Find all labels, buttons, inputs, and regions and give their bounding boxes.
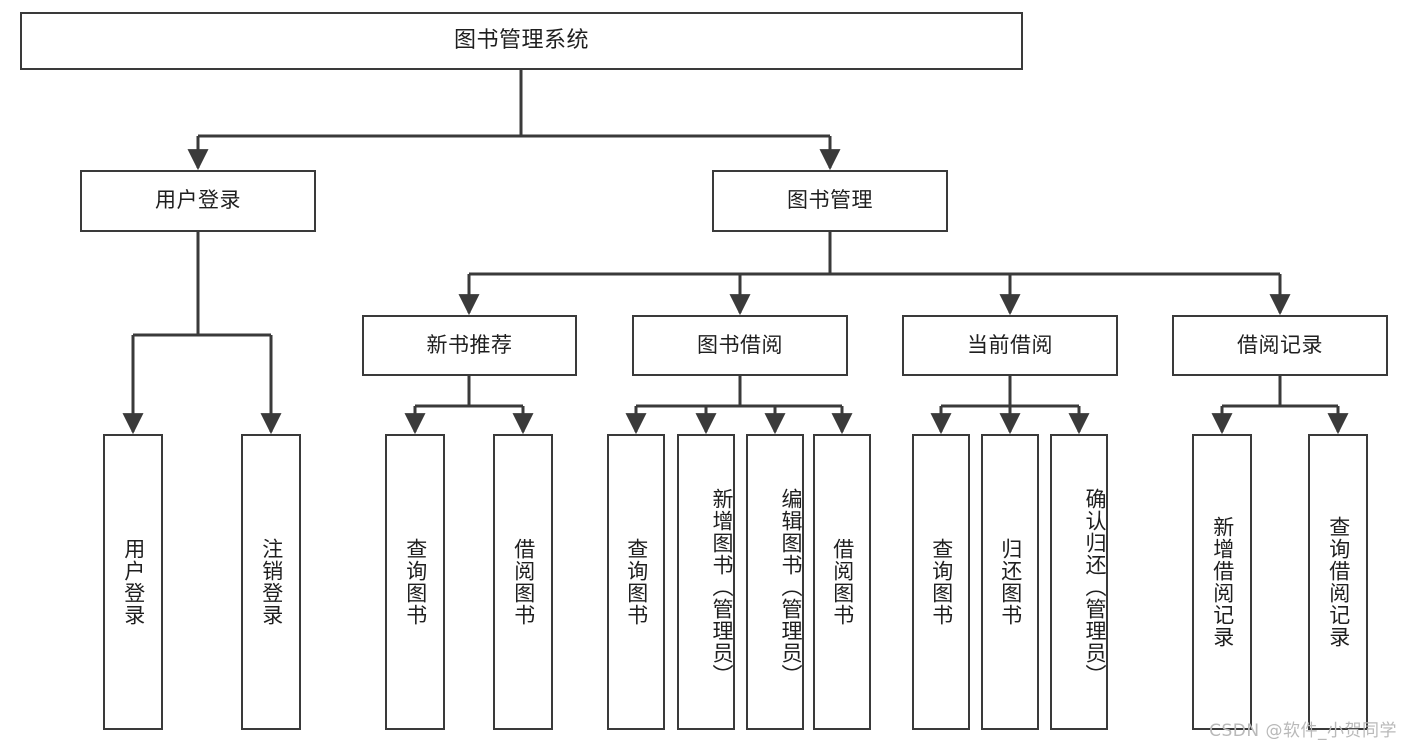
node-leaf-query-record-label: 查询借阅记录	[1326, 516, 1351, 648]
node-leaf-edit-book-label: 编辑图书（管理员）	[779, 488, 803, 686]
node-book-borrow[interactable]: 图书借阅	[632, 315, 848, 376]
node-leaf-borrow-book-1[interactable]: 借阅图书	[493, 434, 553, 730]
node-leaf-return-book[interactable]: 归还图书	[981, 434, 1039, 730]
node-current-borrow-label: 当前借阅	[967, 332, 1053, 357]
node-leaf-borrow-book-2-label: 借阅图书	[830, 538, 855, 626]
node-leaf-edit-book[interactable]: 编辑图书（管理员）	[746, 434, 804, 730]
node-borrow-record-label: 借阅记录	[1237, 332, 1323, 357]
node-leaf-confirm-return-label: 确认归还（管理员）	[1083, 488, 1107, 686]
node-leaf-add-book[interactable]: 新增图书（管理员）	[677, 434, 735, 730]
node-leaf-add-record[interactable]: 新增借阅记录	[1192, 434, 1252, 730]
node-leaf-query-book-3[interactable]: 查询图书	[912, 434, 970, 730]
node-leaf-borrow-book-1-label: 借阅图书	[511, 538, 536, 626]
node-user-login[interactable]: 用户登录	[80, 170, 316, 232]
node-root-system[interactable]: 图书管理系统	[20, 12, 1023, 70]
node-new-book-recommend[interactable]: 新书推荐	[362, 315, 577, 376]
node-user-login-label: 用户登录	[155, 188, 241, 213]
node-book-manage-label: 图书管理	[787, 188, 873, 213]
node-leaf-add-record-label: 新增借阅记录	[1210, 516, 1235, 648]
node-leaf-query-book-2-label: 查询图书	[624, 538, 649, 626]
node-book-borrow-label: 图书借阅	[697, 332, 783, 357]
node-new-book-recommend-label: 新书推荐	[426, 332, 513, 357]
watermark-text: CSDN @软件_小贺同学	[1209, 721, 1397, 741]
node-leaf-logout-label: 注销登录	[259, 538, 284, 626]
node-current-borrow[interactable]: 当前借阅	[902, 315, 1118, 376]
node-leaf-user-login[interactable]: 用户登录	[103, 434, 163, 730]
node-leaf-borrow-book-2[interactable]: 借阅图书	[813, 434, 871, 730]
node-leaf-query-book-3-label: 查询图书	[929, 538, 954, 626]
node-leaf-query-book-1-label: 查询图书	[403, 538, 428, 626]
node-borrow-record[interactable]: 借阅记录	[1172, 315, 1388, 376]
node-leaf-logout[interactable]: 注销登录	[241, 434, 301, 730]
node-leaf-add-book-label: 新增图书（管理员）	[710, 488, 734, 686]
node-leaf-query-book-1[interactable]: 查询图书	[385, 434, 445, 730]
node-root-system-label: 图书管理系统	[453, 27, 589, 53]
node-leaf-return-book-label: 归还图书	[998, 538, 1023, 626]
node-book-manage[interactable]: 图书管理	[712, 170, 948, 232]
node-leaf-confirm-return[interactable]: 确认归还（管理员）	[1050, 434, 1108, 730]
node-leaf-query-record[interactable]: 查询借阅记录	[1308, 434, 1368, 730]
node-leaf-user-login-label: 用户登录	[121, 538, 146, 626]
node-leaf-query-book-2[interactable]: 查询图书	[607, 434, 665, 730]
